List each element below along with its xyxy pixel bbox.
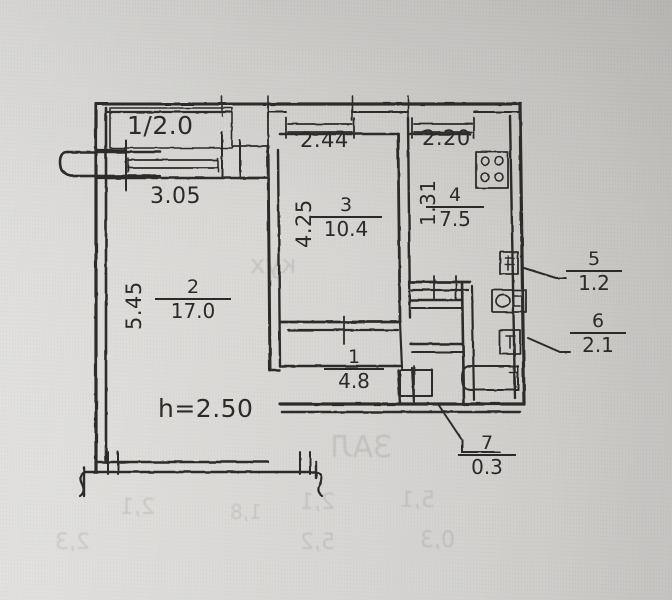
room-2-number: 2 [186, 276, 200, 298]
room-6-area: 2.1 [582, 333, 614, 358]
room-5-area: 1.2 [578, 271, 610, 296]
room-5-number: 5 [587, 248, 601, 270]
balcony-label: 1/2.0 [127, 111, 194, 140]
room-3-fraction-bar [310, 216, 382, 219]
room-5-label: 5 1.2 [566, 248, 622, 296]
dimension-left-height: 5.45 [122, 281, 146, 330]
dimension-top-left: 3.05 [150, 184, 201, 209]
room-7-label: 7 0.3 [458, 432, 516, 480]
room-4-number: 4 [448, 184, 462, 206]
room-7-number: 7 [480, 432, 494, 454]
dimension-middle-height: 4.25 [292, 199, 316, 248]
leader-room-5 [523, 267, 567, 279]
room-7-area: 0.3 [471, 455, 503, 480]
ceiling-height-label: h=2.50 [158, 394, 254, 423]
leader-room-6 [527, 337, 571, 353]
room-6-fraction-bar [570, 332, 626, 335]
room-6-number: 6 [591, 310, 605, 332]
dimension-top-middle: 2.44 [300, 128, 349, 152]
room-6-label: 6 2.1 [570, 310, 626, 358]
room-4-label: 4 7.5 [426, 184, 484, 232]
dimension-right-height: 1.31 [416, 179, 440, 226]
room-1-label: 1 4.8 [324, 346, 384, 394]
room-4-fraction-bar [426, 206, 484, 209]
room-1-area: 4.8 [338, 369, 370, 394]
room-5-fraction-bar [566, 270, 622, 273]
room-3-number: 3 [339, 194, 353, 216]
room-1-fraction-bar [324, 368, 384, 371]
room-2-label: 2 17.0 [155, 276, 231, 324]
room-1-number: 1 [347, 346, 361, 368]
room-2-area: 17.0 [170, 299, 216, 324]
leader-room-7 [437, 403, 501, 453]
room-7-fraction-bar [458, 454, 516, 457]
room-2-fraction-bar [155, 298, 231, 301]
room-3-label: 3 10.4 [310, 194, 382, 242]
dimension-top-right: 2.20 [422, 126, 471, 150]
room-3-area: 10.4 [323, 217, 369, 242]
room-4-area: 7.5 [439, 207, 471, 232]
